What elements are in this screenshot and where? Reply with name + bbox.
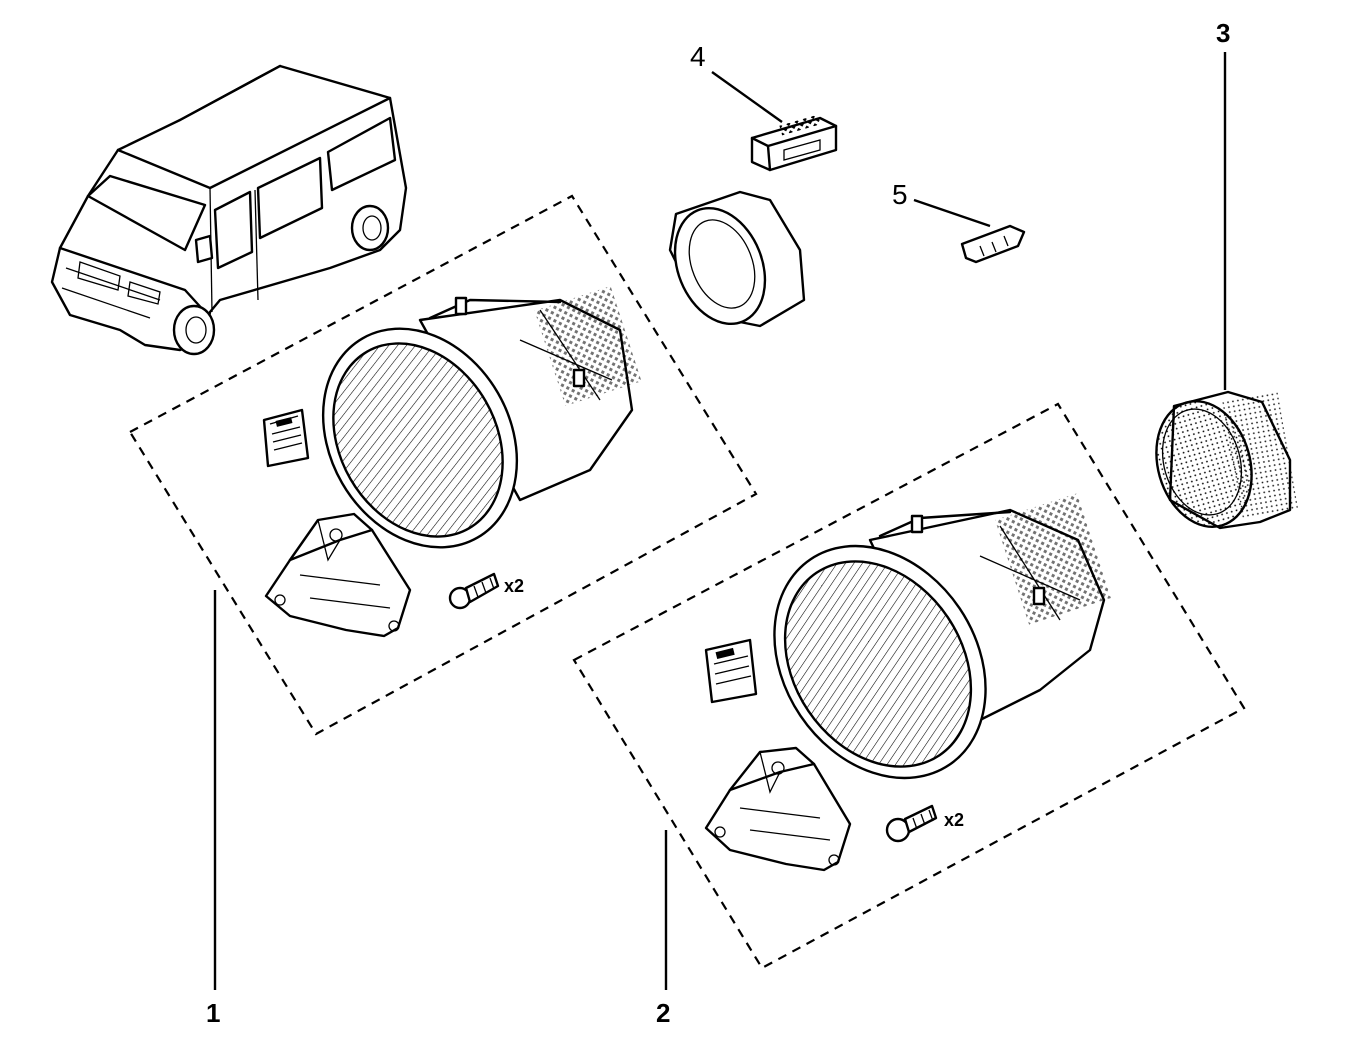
callout-4: 4 [690, 41, 706, 72]
bezel-ring [668, 190, 806, 328]
kit-2-boundary [572, 402, 1246, 970]
kit-1-screw [448, 572, 500, 610]
kit-2-mounting-bracket [704, 746, 852, 872]
callout-5-leader [913, 198, 991, 228]
bulb-holder-part [1155, 52, 1298, 530]
kit-1-screw-quantity: x2 [504, 576, 524, 596]
terminal-part [913, 198, 1026, 264]
kit-1-boundary [128, 194, 758, 736]
callout-4-leader [711, 71, 783, 123]
callout-2: 2 [656, 998, 670, 1028]
callout-1: 1 [206, 998, 220, 1028]
kit-1-assembly: x2 [128, 194, 758, 736]
connector-part [711, 71, 838, 172]
kit-2-leaflet [704, 638, 758, 704]
kit-2-screw-quantity: x2 [944, 810, 964, 830]
kit-1-leaflet [262, 408, 310, 468]
kit-2-fog-lamp [773, 493, 1111, 780]
kit-1-mounting-bracket [264, 512, 412, 638]
kit-1-fog-lamp [321, 286, 642, 549]
kit-2-screw [885, 804, 938, 843]
callout-3: 3 [1216, 18, 1230, 48]
van-illustration [50, 64, 408, 356]
callout-5: 5 [892, 179, 908, 210]
kit-2-assembly: x2 [572, 402, 1246, 970]
